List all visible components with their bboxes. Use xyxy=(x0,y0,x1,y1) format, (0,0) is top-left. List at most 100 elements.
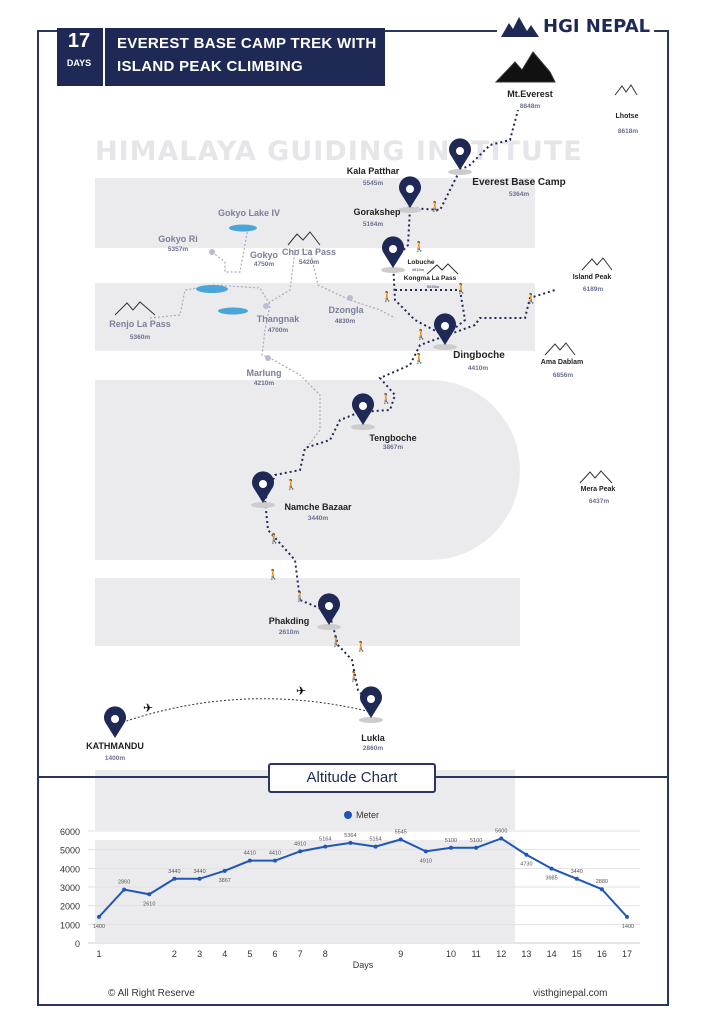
x-tick-label: 7 xyxy=(298,949,303,959)
pin-icon xyxy=(359,686,383,723)
y-tick-label: 0 xyxy=(75,939,80,949)
svg-text:🚶: 🚶 xyxy=(348,670,360,683)
peak-name: Mt.Everest xyxy=(507,89,553,99)
gokyo-alt: 5360m xyxy=(129,334,151,341)
data-label: 5100 xyxy=(470,838,482,844)
title-banner: 17 DAYS EVEREST BASE CAMP TREK WITH ISLA… xyxy=(57,28,385,86)
stop-alt: 5164m xyxy=(362,221,384,228)
data-label: 3440 xyxy=(571,869,583,875)
x-tick-label: 8 xyxy=(323,949,328,959)
copyright: © All Right Reserve xyxy=(100,984,203,1004)
peak-alt: 5545m xyxy=(362,180,384,187)
svg-text:🚶: 🚶 xyxy=(268,532,280,545)
data-point xyxy=(273,858,277,863)
stop-alt: 2860m xyxy=(362,745,384,752)
data-label: 4910 xyxy=(294,841,306,847)
title-line-2: ISLAND PEAK CLIMBING xyxy=(117,58,303,75)
hiker-icons: 🚶🚶🚶🚶 🚶🚶🚶🚶 🚶🚶🚶🚶 🚶🚶🚶 xyxy=(267,200,537,683)
svg-text:🚶: 🚶 xyxy=(330,635,342,648)
title-line-1: EVEREST BASE CAMP TREK WITH xyxy=(117,35,377,52)
svg-text:🚶: 🚶 xyxy=(294,590,306,603)
svg-text:🚶: 🚶 xyxy=(267,568,279,581)
chart-frame xyxy=(37,776,669,1006)
gokyo-alt: 4750m xyxy=(253,261,275,268)
page-title: EVEREST BASE CAMP TREK WITH ISLAND PEAK … xyxy=(117,32,377,78)
x-tick-label: 6 xyxy=(272,949,277,959)
stop-alt: 3440m xyxy=(307,515,329,522)
data-label: 5600 xyxy=(495,828,507,834)
peak-name: Island Peak xyxy=(572,274,612,281)
data-label: 5545 xyxy=(395,829,407,835)
stop-alt: 4410m xyxy=(467,365,489,372)
flight-path xyxy=(114,698,372,726)
pin-icon xyxy=(448,138,472,175)
data-point xyxy=(348,840,353,845)
x-tick-label: 4 xyxy=(222,949,227,959)
logo-text: HGI NEPAL xyxy=(543,15,651,37)
data-point xyxy=(323,844,328,849)
peak-alt: 6856m xyxy=(552,372,574,379)
svg-text:🚶: 🚶 xyxy=(285,478,297,491)
data-label: 4730 xyxy=(520,862,532,868)
data-point xyxy=(625,914,629,919)
stop-name: Everest Base Camp xyxy=(472,177,566,188)
x-tick-label: 14 xyxy=(547,949,557,959)
gokyo-place: Cho La Pass xyxy=(281,247,337,257)
data-label: 4910 xyxy=(420,858,432,864)
svg-text:🚶: 🚶 xyxy=(415,328,427,341)
gokyo-alt: 4830m xyxy=(334,318,356,325)
x-tick-label: 2 xyxy=(172,949,177,959)
data-label: 2610 xyxy=(143,901,155,907)
x-tick-label: 1 xyxy=(96,949,101,959)
data-point xyxy=(499,836,504,841)
stop-alt: 3867m xyxy=(382,444,404,451)
x-tick-label: 3 xyxy=(197,949,202,959)
svg-text:🚶: 🚶 xyxy=(525,292,537,305)
gokyo-alt: 5420m xyxy=(298,259,320,266)
website-link[interactable]: visthginepal.com xyxy=(525,984,616,1004)
svg-text:🚶: 🚶 xyxy=(355,640,367,653)
bg-band xyxy=(95,380,520,560)
logo: HGI NEPAL xyxy=(497,14,655,38)
location-pins xyxy=(104,138,472,738)
chart-title: Altitude Chart xyxy=(268,763,436,793)
data-point xyxy=(449,845,453,850)
pin-icon xyxy=(398,176,422,213)
y-tick-label: 5000 xyxy=(60,846,80,856)
days-label: DAYS xyxy=(66,58,92,68)
bg-band xyxy=(95,283,535,351)
data-label: 1400 xyxy=(93,924,105,930)
x-tick-label: 13 xyxy=(521,949,531,959)
data-label: 3867 xyxy=(219,878,231,884)
stop-alt: 5364m xyxy=(508,191,530,198)
data-point xyxy=(222,868,227,873)
bg-band xyxy=(95,840,515,942)
data-label: 4410 xyxy=(244,851,256,857)
watermark: HIMALAYA GUIDING INSTITUTE xyxy=(95,136,583,167)
peak-alt: 6189m xyxy=(582,286,604,293)
x-tick-label: 10 xyxy=(446,949,456,959)
gokyo-alt: 4700m xyxy=(267,327,289,334)
data-label: 5100 xyxy=(445,838,457,844)
gokyo-place: Dzongla xyxy=(328,305,364,315)
gokyo-alt: 4210m xyxy=(253,380,275,387)
pin-icon xyxy=(433,313,457,350)
data-label: 5164 xyxy=(319,837,331,843)
series-line xyxy=(98,837,628,918)
gokyo-place: Renjo La Pass xyxy=(109,319,171,329)
data-point xyxy=(398,837,403,842)
data-point xyxy=(474,845,479,850)
mountain-icons xyxy=(114,51,638,484)
svg-text:🚶: 🚶 xyxy=(455,282,467,295)
svg-text:🚶: 🚶 xyxy=(380,392,392,405)
peak-name: Kala Patthar xyxy=(346,166,400,176)
days-number: 17 xyxy=(67,30,91,52)
data-label: 2880 xyxy=(596,879,608,885)
gokyo-place: Marlung xyxy=(246,368,282,378)
x-tick-label: 15 xyxy=(572,949,582,959)
data-point xyxy=(298,849,303,854)
peak-name: Mera Peak xyxy=(580,486,616,493)
pin-icon xyxy=(251,471,275,508)
peak-alt: 8848m xyxy=(519,103,541,110)
